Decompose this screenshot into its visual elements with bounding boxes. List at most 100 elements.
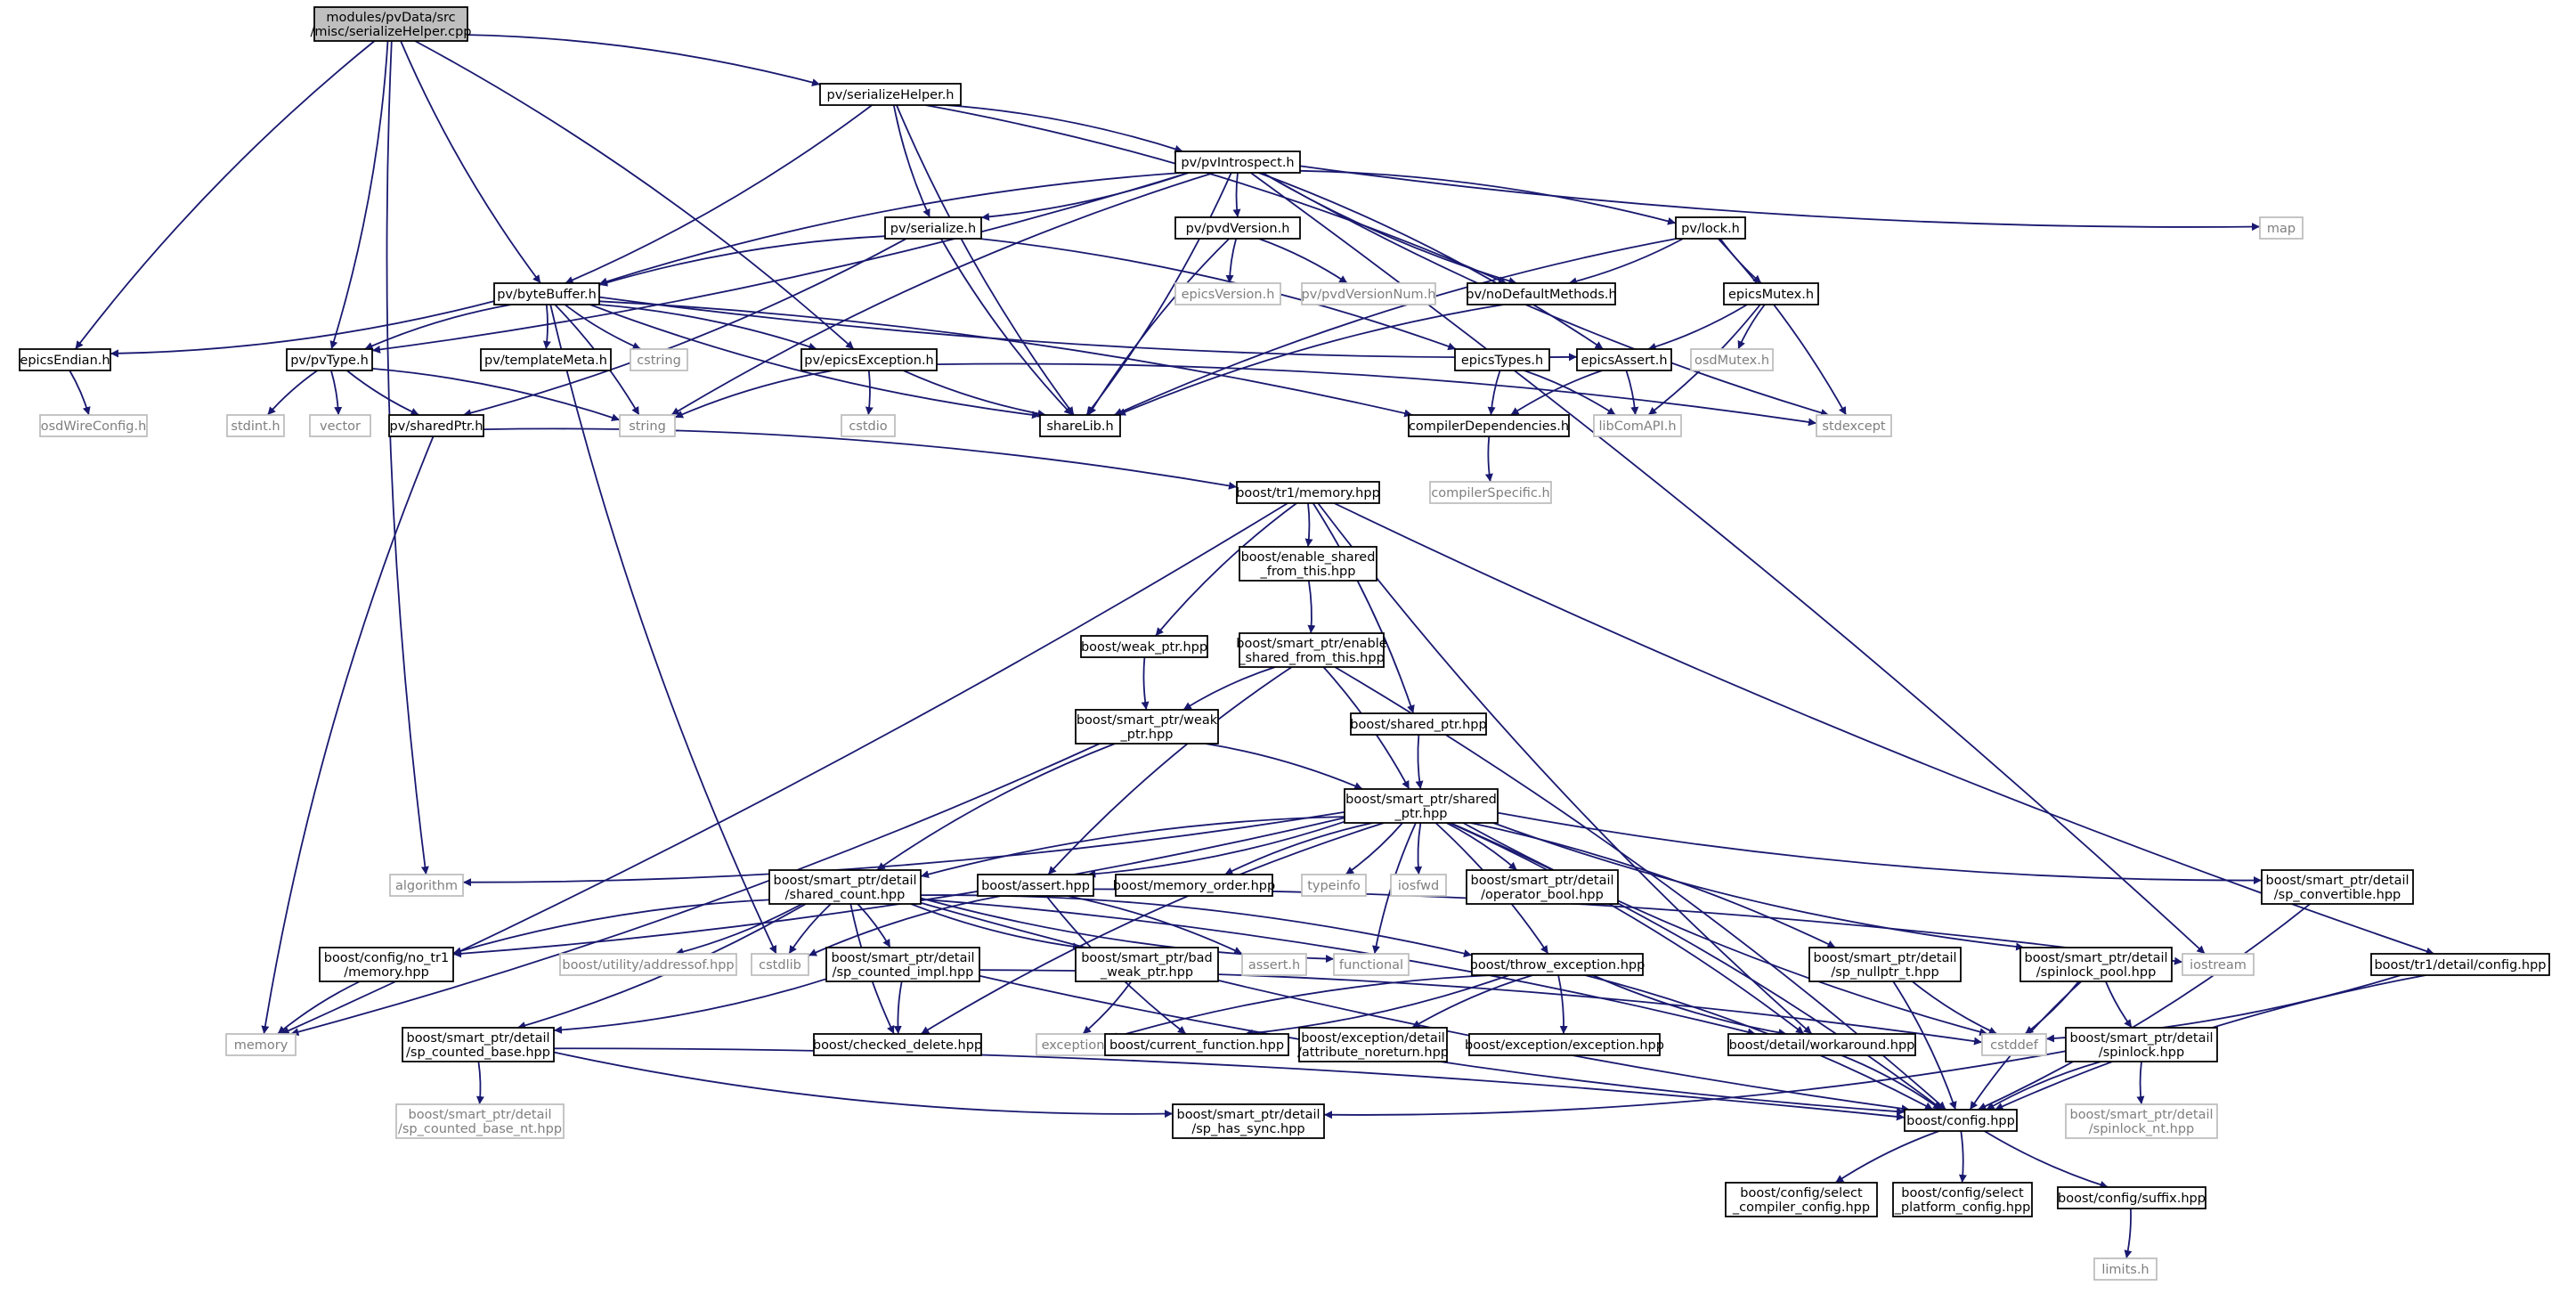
node-noTr1Memory[interactable]: boost/config/no_tr1/memory.hpp	[319, 947, 454, 982]
node-spConvertible[interactable]: boost/smart_ptr/detail/sp_convertible.hp…	[2261, 869, 2414, 905]
node-epicsMutex[interactable]: epicsMutex.h	[1723, 282, 1819, 305]
edge-pvIntrospect-to-pvdVersion	[1232, 172, 1241, 218]
edge-byteBuffer-to-epicsEndian	[110, 300, 495, 358]
node-currentFunction[interactable]: boost/current_function.hpp	[1104, 1033, 1289, 1056]
node-epicsTypes[interactable]: epicsTypes.h	[1454, 348, 1550, 371]
edge-lock-to-shareLib	[1113, 238, 1677, 416]
edge-pvIntrospect-to-pvType	[371, 172, 1190, 354]
node-workaround[interactable]: boost/detail/workaround.hpp	[1727, 1033, 1916, 1056]
node-label: pv/pvdVersionNum.h	[1302, 288, 1436, 302]
node-spCountedImpl[interactable]: boost/smart_ptr/detail/sp_counted_impl.h…	[825, 947, 980, 982]
node-noDefaultMethods[interactable]: pv/noDefaultMethods.h	[1466, 282, 1617, 305]
node-checkedDelete[interactable]: boost/checked_delete.hpp	[813, 1033, 982, 1056]
node-spSharedPtr[interactable]: boost/smart_ptr/shared_ptr.hpp	[1344, 788, 1499, 824]
edges-layer	[69, 34, 2434, 1259]
node-box	[1333, 953, 1410, 976]
node-weakPtr[interactable]: boost/weak_ptr.hpp	[1080, 635, 1208, 658]
edge-noDefaultMethods-to-shareLib	[1117, 304, 1505, 416]
node-templateMeta[interactable]: pv/templateMeta.h	[480, 348, 612, 371]
node-addressof: boost/utility/addressof.hpp	[559, 953, 737, 976]
nodes-layer: modules/pvData/src/misc/serializeHelper.…	[19, 6, 2550, 1281]
node-spHasSync[interactable]: boost/smart_ptr/detail/sp_has_sync.hpp	[1172, 1103, 1325, 1139]
node-serialize[interactable]: pv/serialize.h	[884, 216, 982, 240]
node-attrNoreturn[interactable]: boost/exception/detail/attribute_noretur…	[1297, 1027, 1449, 1062]
edge-root-to-serializeHelper	[467, 34, 821, 86]
node-pvType[interactable]: pv/pvType.h	[286, 348, 373, 371]
node-label: pv/pvIntrospect.h	[1181, 156, 1294, 170]
node-throwException[interactable]: boost/throw_exception.hpp	[1470, 953, 1646, 976]
edge-spSharedPtr-to-spinlockPool	[1492, 822, 2025, 951]
edge-epicsTypes-to-libComAPI	[1524, 370, 1616, 416]
node-label: boost/assert.hpp	[981, 879, 1090, 893]
edge-sharedCount-to-noTr1Memory	[452, 899, 770, 956]
node-sharedPtr[interactable]: pv/sharedPtr.h	[388, 414, 484, 437]
node-root[interactable]: modules/pvData/src/misc/serializeHelper.…	[311, 6, 472, 42]
node-label: /spinlock_nt.hpp	[2089, 1122, 2194, 1136]
node-operatorBool[interactable]: boost/smart_ptr/detail/operator_bool.hpp	[1466, 869, 1619, 905]
node-box	[1174, 216, 1301, 240]
node-sharedCount[interactable]: boost/smart_ptr/detail/shared_count.hpp	[768, 869, 922, 905]
node-label: _from_this.hpp	[1260, 565, 1356, 579]
node-configHpp[interactable]: boost/config.hpp	[1904, 1109, 2018, 1132]
node-pvdVersion[interactable]: pv/pvdVersion.h	[1174, 216, 1301, 240]
edge-pvType-to-vector	[330, 370, 343, 416]
node-exceptionHpp[interactable]: boost/exception/exception.hpp	[1465, 1033, 1664, 1056]
node-libComAPI: libComAPI.h	[1593, 414, 1682, 437]
node-label: modules/pvData/src	[326, 11, 455, 25]
node-shareLib[interactable]: shareLib.h	[1039, 414, 1121, 437]
node-lock[interactable]: pv/lock.h	[1675, 216, 1746, 240]
node-epicsAssert[interactable]: epicsAssert.h	[1576, 348, 1672, 371]
node-iosfwd: iosfwd	[1390, 874, 1447, 897]
edge-root-to-epicsEndian	[74, 40, 376, 350]
node-label: /misc/serializeHelper.cpp	[311, 25, 472, 39]
node-tr1memory[interactable]: boost/tr1/memory.hpp	[1236, 481, 1380, 504]
node-box	[800, 348, 938, 371]
node-label: boost/smart_ptr/detail	[2069, 1031, 2213, 1046]
edge-spEnableShared-to-assertHpp	[1047, 666, 1293, 875]
node-box	[2057, 1186, 2206, 1209]
node-box	[1174, 282, 1281, 305]
edge-pvIntrospect-to-map	[1299, 165, 2261, 232]
node-selectCompiler[interactable]: boost/config/select_compiler_config.hpp	[1725, 1182, 1878, 1217]
edge-spEnableShared-to-spWeakPtr	[1182, 666, 1276, 711]
node-box	[1808, 947, 1962, 982]
node-assertHpp[interactable]: boost/assert.hpp	[977, 874, 1094, 897]
edge-spCountedImpl-to-checkedDelete	[893, 981, 903, 1035]
edge-spSharedPtr-to-iosfwd	[1414, 822, 1423, 875]
node-spinlockPool[interactable]: boost/smart_ptr/detail/spinlock_pool.hpp	[2019, 947, 2173, 982]
node-label: stdint.h	[231, 419, 280, 434]
node-tr1DetailConfig[interactable]: boost/tr1/detail/config.hpp	[2370, 953, 2550, 976]
node-epicsException[interactable]: pv/epicsException.h	[800, 348, 938, 371]
node-enableShared[interactable]: boost/enable_shared_from_this.hpp	[1239, 546, 1377, 582]
node-box	[395, 1103, 565, 1139]
node-sharedPtrHpp[interactable]: boost/shared_ptr.hpp	[1350, 712, 1487, 736]
node-label: boost/smart_ptr/detail	[2265, 874, 2409, 888]
node-badWeakPtr[interactable]: boost/smart_ptr/bad_weak_ptr.hpp	[1075, 947, 1219, 982]
node-selectPlatform[interactable]: boost/config/select_platform_config.hpp	[1892, 1182, 2033, 1217]
node-label: boost/smart_ptr/weak	[1077, 713, 1218, 728]
node-spNullptr[interactable]: boost/smart_ptr/detail/sp_nullptr_t.hpp	[1808, 947, 1962, 982]
node-spCountedBase[interactable]: boost/smart_ptr/detail/sp_counted_base.h…	[402, 1027, 555, 1062]
node-stdexcept: stdexcept	[1816, 414, 1892, 437]
node-label: /spinlock_pool.hpp	[2036, 965, 2157, 980]
edge-root-to-byteBuffer	[400, 40, 541, 284]
node-label: map	[2267, 222, 2296, 236]
node-pvIntrospect[interactable]: pv/pvIntrospect.h	[1174, 151, 1301, 174]
node-label: /spinlock.hpp	[2099, 1046, 2184, 1060]
node-spWeakPtr[interactable]: boost/smart_ptr/weak_ptr.hpp	[1075, 709, 1219, 745]
node-serializeHelper[interactable]: pv/serializeHelper.h	[819, 83, 962, 106]
node-spinlock[interactable]: boost/smart_ptr/detail/spinlock.hpp	[2065, 1027, 2218, 1062]
node-label: /sp_counted_impl.hpp	[833, 965, 974, 980]
node-label: /sp_nullptr_t.hpp	[1831, 965, 1938, 980]
node-suffix[interactable]: boost/config/suffix.hpp	[2057, 1186, 2206, 1209]
node-epicsEndian[interactable]: epicsEndian.h	[19, 348, 111, 371]
node-byteBuffer[interactable]: pv/byteBuffer.h	[493, 282, 600, 305]
node-memoryOrder[interactable]: boost/memory_order.hpp	[1113, 874, 1275, 897]
node-label: algorithm	[395, 879, 458, 893]
node-compilerDependencies[interactable]: compilerDependencies.h	[1408, 414, 1570, 437]
node-label: /sp_has_sync.hpp	[1191, 1122, 1304, 1136]
edge-spCountedBase-to-spCountedBaseNt	[475, 1061, 484, 1105]
node-cstring: cstring	[630, 348, 688, 371]
node-spEnableShared[interactable]: boost/smart_ptr/enable_shared_from_this.…	[1236, 632, 1387, 668]
